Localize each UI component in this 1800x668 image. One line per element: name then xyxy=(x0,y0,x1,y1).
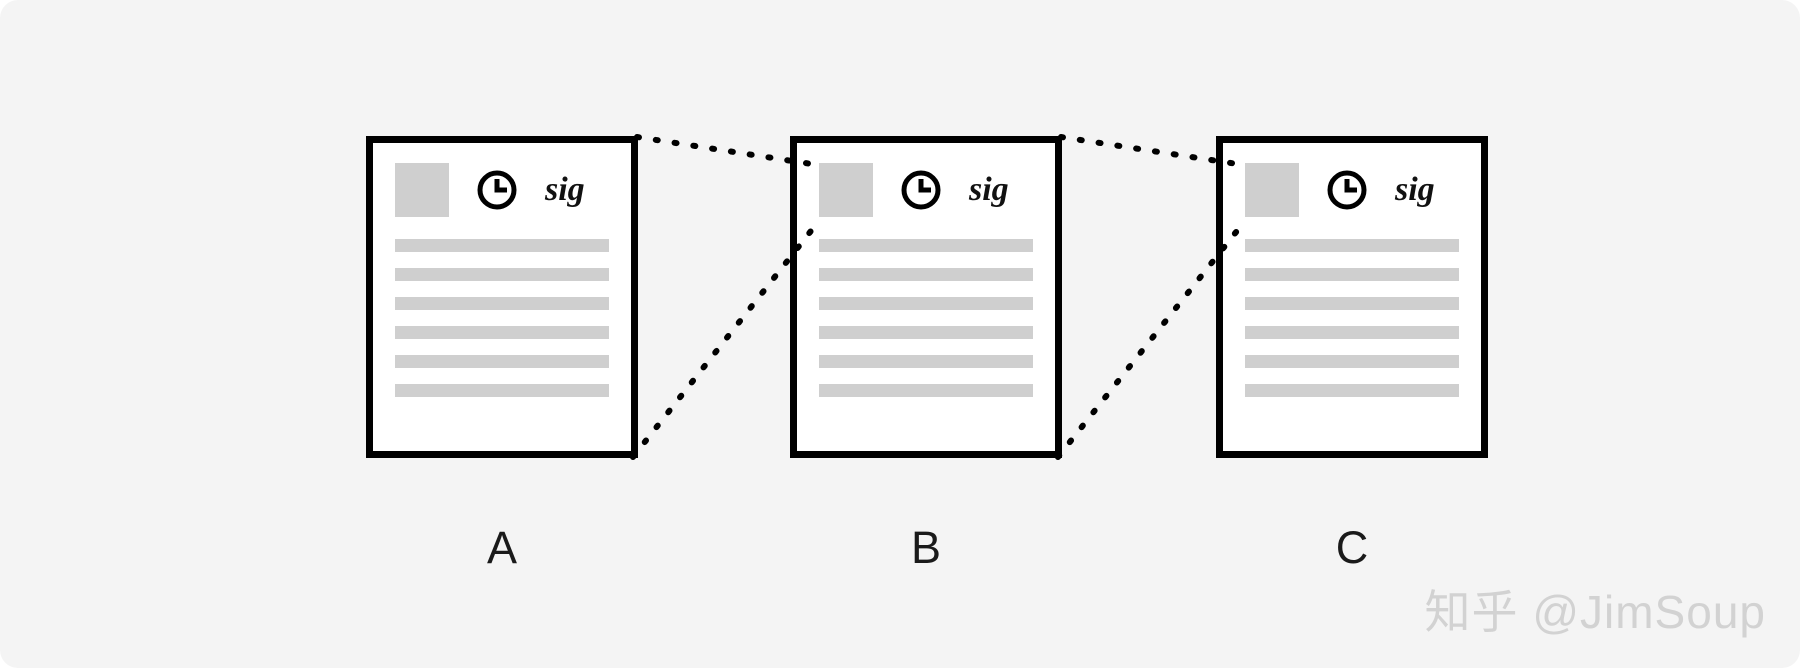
clock-icon xyxy=(901,170,941,210)
document-a[interactable]: sig xyxy=(366,136,638,458)
text-line xyxy=(819,384,1033,397)
document-a-header: sig xyxy=(395,161,609,219)
text-line xyxy=(819,326,1033,339)
text-line xyxy=(395,239,609,252)
text-line xyxy=(819,239,1033,252)
signature-label: sig xyxy=(969,171,1009,208)
hash-block xyxy=(1245,163,1299,217)
document-a-body: sig xyxy=(373,143,631,451)
signature-label: sig xyxy=(1395,171,1435,208)
document-b[interactable]: sig xyxy=(790,136,1062,458)
document-b-text-lines xyxy=(819,239,1033,397)
text-line xyxy=(395,384,609,397)
text-line xyxy=(1245,297,1459,310)
text-line xyxy=(395,326,609,339)
document-c-label: C xyxy=(1335,522,1369,573)
text-line xyxy=(1245,384,1459,397)
text-line xyxy=(395,355,609,368)
text-line xyxy=(1245,268,1459,281)
hash-block xyxy=(819,163,873,217)
document-c[interactable]: sig xyxy=(1216,136,1488,458)
clock-icon xyxy=(1327,170,1367,210)
document-c-text-lines xyxy=(1245,239,1459,397)
text-line xyxy=(395,268,609,281)
document-a-text-lines xyxy=(395,239,609,397)
watermark: 知乎 @JimSoup xyxy=(1424,586,1766,638)
document-b-label: B xyxy=(910,522,941,573)
document-c-header: sig xyxy=(1245,161,1459,219)
text-line xyxy=(819,297,1033,310)
text-line xyxy=(395,297,609,310)
clock-icon xyxy=(477,170,517,210)
document-b-body: sig xyxy=(797,143,1055,451)
text-line xyxy=(1245,326,1459,339)
document-a-label: A xyxy=(486,522,517,573)
document-b-header: sig xyxy=(819,161,1033,219)
text-line xyxy=(1245,355,1459,368)
signature-label: sig xyxy=(545,171,585,208)
hash-block xyxy=(395,163,449,217)
document-c-body: sig xyxy=(1223,143,1481,451)
text-line xyxy=(1245,239,1459,252)
text-line xyxy=(819,355,1033,368)
text-line xyxy=(819,268,1033,281)
